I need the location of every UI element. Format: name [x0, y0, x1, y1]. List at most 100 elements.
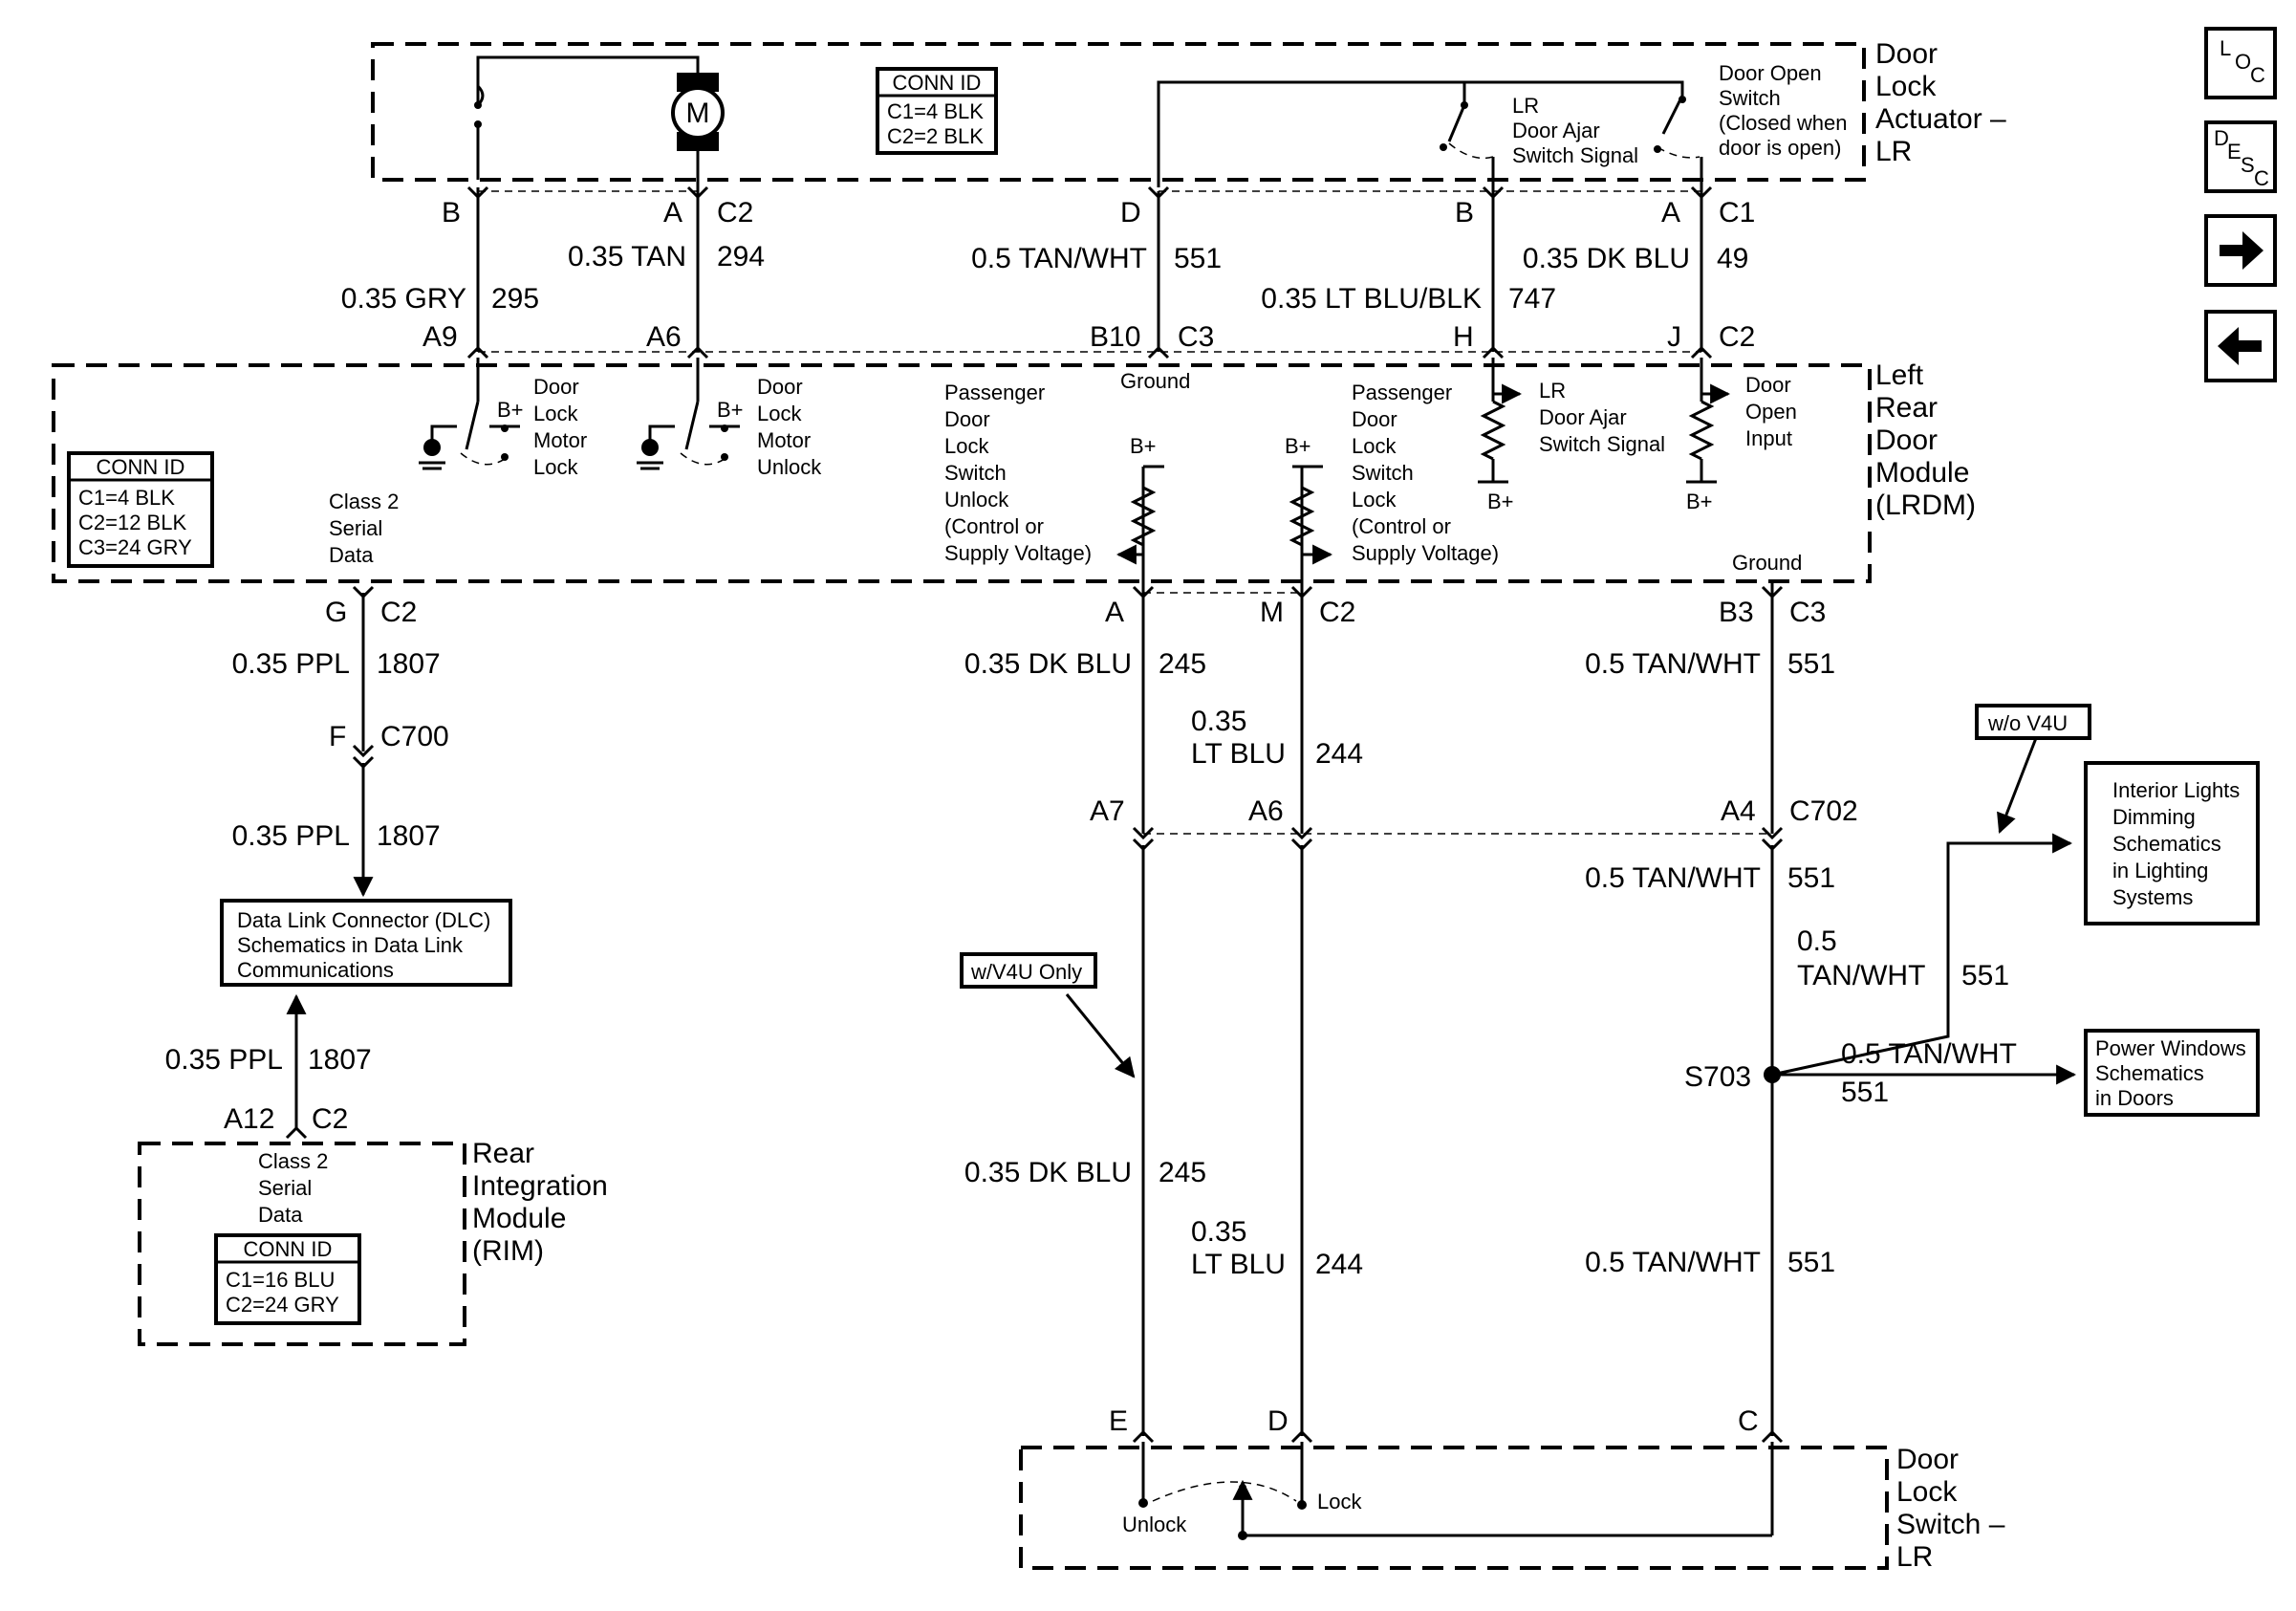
pin-label: C702 — [1789, 795, 1858, 827]
pin-label: C2 — [1719, 321, 1755, 353]
svg-text:Module: Module — [472, 1203, 566, 1234]
bplus-label: B+ — [1487, 490, 1514, 513]
pin-label: A9 — [422, 321, 458, 353]
svg-text:Passenger: Passenger — [944, 381, 1045, 404]
wire-gauge: 0.35 TAN — [568, 241, 686, 272]
pin-label: B — [442, 197, 461, 229]
wire-gauge: 0.5 TAN/WHT — [971, 243, 1147, 274]
wire-gauge: 0.35 DK BLU — [1523, 243, 1690, 274]
wire-circuit: 295 — [491, 283, 539, 315]
loc-button[interactable]: L O C — [2204, 27, 2277, 99]
wire-labels: 0.35 GRY 295 0.35 TAN 294 0.5 TAN/WHT 55… — [165, 241, 2017, 1280]
interior-label: Systems — [2112, 885, 2193, 909]
svg-text:Door Ajar: Door Ajar — [1512, 119, 1600, 142]
pin-label: C3 — [1789, 597, 1826, 628]
desc-button[interactable]: D E S C — [2204, 120, 2277, 193]
svg-text:LR: LR — [1539, 379, 1566, 403]
pin-labels: B A C2 D B A C1 A9 A6 B10 C3 H J C2 G C2… — [224, 197, 1858, 1437]
pin-label: A — [663, 197, 682, 229]
svg-text:Open: Open — [1745, 400, 1797, 424]
note-wov4u: w/o V4U — [1975, 704, 2091, 740]
pin-label: A6 — [1248, 795, 1284, 827]
wire-circuit: 551 — [1787, 648, 1835, 680]
pin-label: B — [1455, 197, 1474, 229]
pin-label: H — [1453, 321, 1474, 353]
svg-text:Supply Voltage): Supply Voltage) — [1352, 541, 1499, 565]
wire-gauge: 0.35 GRY — [341, 283, 466, 315]
splice-label: S703 — [1684, 1061, 1751, 1093]
ground-icon — [641, 439, 659, 456]
svg-text:Left: Left — [1875, 359, 1924, 391]
note-text: w/V4U Only — [970, 960, 1082, 984]
conn-id-row: C2=12 BLK — [78, 511, 186, 534]
actuator-lr-ajar-label: LR Door Ajar Switch Signal — [1512, 94, 1638, 167]
wire-circuit: 244 — [1315, 738, 1363, 770]
wire-gauge: 0.5 TAN/WHT — [1585, 648, 1761, 680]
svg-text:Motor: Motor — [533, 428, 587, 452]
rim-title: Rear Integration Module (RIM) — [472, 1138, 608, 1267]
svg-text:Actuator –: Actuator – — [1875, 103, 2006, 135]
wire-gauge: LT BLU — [1191, 1249, 1286, 1280]
lock-switch-outline — [1019, 1446, 1889, 1570]
note-text: w/o V4U — [1987, 711, 2068, 735]
svg-text:Data: Data — [329, 543, 374, 567]
pin-label: C2 — [380, 597, 417, 628]
svg-text:Switch Signal: Switch Signal — [1539, 432, 1665, 456]
svg-text:Class 2: Class 2 — [329, 490, 399, 513]
svg-text:C: C — [2254, 166, 2269, 190]
svg-text:Lock: Lock — [1896, 1476, 1958, 1508]
wire-circuit: 49 — [1717, 243, 1748, 274]
open-input-label: Door Open Input — [1745, 373, 1797, 450]
dlc-label: Schematics in Data Link — [237, 933, 464, 957]
svg-text:O: O — [2235, 50, 2251, 74]
conn-id-row: C3=24 GRY — [78, 535, 192, 559]
forward-button[interactable] — [2204, 214, 2277, 287]
ground-icon — [423, 439, 441, 456]
note-wv4u: w/V4U Only — [960, 952, 1097, 989]
pin-label: C1 — [1719, 197, 1755, 229]
wire-circuit: 245 — [1159, 1157, 1206, 1188]
pin-label: C — [1738, 1405, 1759, 1437]
lrdm-internals — [419, 358, 1774, 593]
svg-text:Lock: Lock — [757, 402, 802, 425]
svg-text:Switch: Switch — [944, 461, 1007, 485]
pin-label: C2 — [717, 197, 753, 229]
lrdm-title: Left Rear Door Module (LRDM) — [1875, 359, 1976, 521]
pin-label: C2 — [1319, 597, 1355, 628]
wire-circuit: 244 — [1315, 1249, 1363, 1280]
pin-label: A12 — [224, 1103, 274, 1135]
svg-text:Motor: Motor — [757, 428, 811, 452]
svg-text:Passenger: Passenger — [1352, 381, 1452, 404]
svg-text:C: C — [2250, 63, 2265, 87]
svg-text:Lock: Lock — [1352, 434, 1397, 458]
wire-gauge: 0.35 PPL — [165, 1044, 283, 1076]
lrdm-outline — [52, 363, 1872, 583]
wire-gauge: TAN/WHT — [1797, 960, 1925, 991]
svg-text:(Closed when: (Closed when — [1719, 111, 1848, 135]
wire-circuit: 1807 — [377, 820, 441, 852]
dlc-box[interactable]: Data Link Connector (DLC) Schematics in … — [220, 899, 512, 987]
interior-lights-box[interactable]: Interior Lights Dimming Schematics in Li… — [2084, 761, 2260, 925]
wire-gauge: 0.35 DK BLU — [964, 1157, 1132, 1188]
wire-gauge: LT BLU — [1191, 738, 1286, 770]
interior-label: Schematics — [2112, 832, 2221, 856]
bplus-label: B+ — [717, 398, 744, 422]
pin-label: C2 — [312, 1103, 348, 1135]
back-button[interactable] — [2204, 310, 2277, 382]
wire-circuit: 551 — [1787, 1247, 1835, 1278]
conn-id-row: C1=4 BLK — [887, 99, 984, 123]
bplus-label: B+ — [1130, 434, 1157, 458]
svg-text:LR: LR — [1896, 1541, 1933, 1573]
svg-text:Unlock: Unlock — [944, 488, 1009, 512]
power-windows-box[interactable]: Power Windows Schematics in Doors — [2084, 1029, 2260, 1117]
svg-text:D: D — [2214, 126, 2229, 150]
actuator-title: Door Lock Actuator – LR — [1875, 38, 2006, 167]
bplus-label: B+ — [1285, 434, 1311, 458]
pass-unlock-label: Passenger Door Lock Switch Unlock (Contr… — [944, 381, 1092, 565]
bplus-label: B+ — [1686, 490, 1713, 513]
svg-text:Door: Door — [757, 375, 803, 399]
dlc-label: Data Link Connector (DLC) — [237, 908, 490, 932]
svg-text:L: L — [2220, 36, 2231, 60]
pin-label: A7 — [1090, 795, 1125, 827]
